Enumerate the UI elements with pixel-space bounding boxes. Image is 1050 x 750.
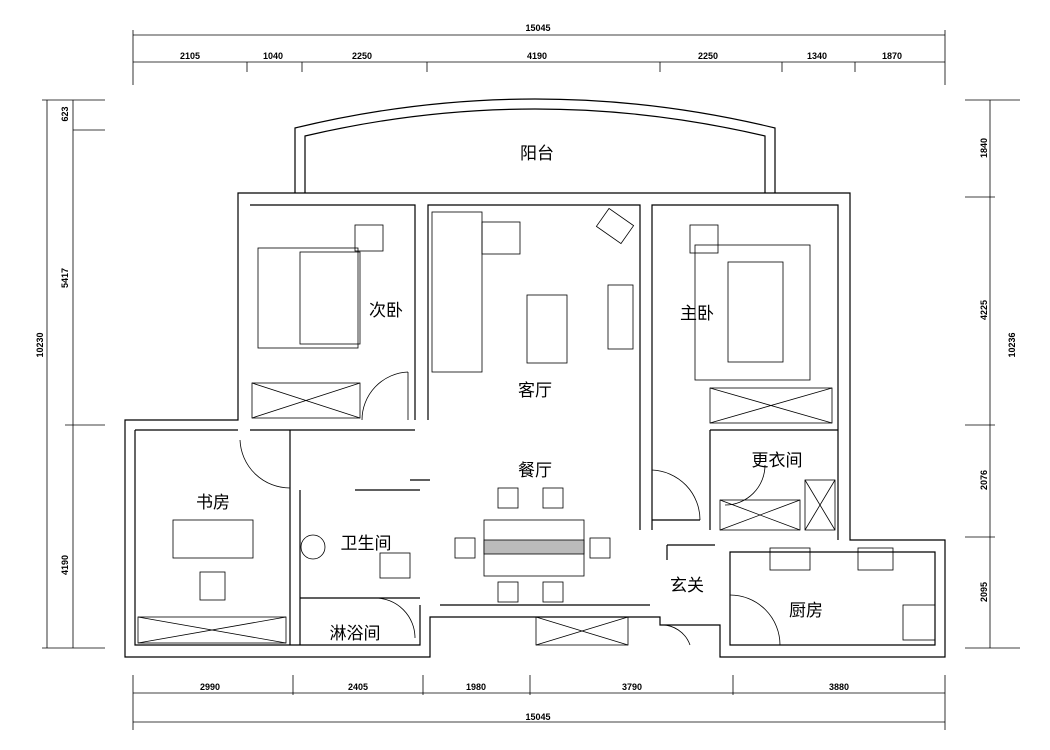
dim-top: 2250 — [698, 51, 718, 61]
doors — [239, 371, 781, 646]
dim-right: 2095 — [979, 582, 989, 602]
dim-bottom: 3880 — [829, 682, 849, 692]
dim-bottom: 1980 — [466, 682, 486, 692]
room-label-living-room: 客厅 — [518, 381, 552, 401]
dim-right-total: 10236 — [1007, 332, 1017, 357]
room-label-balcony: 阳台 — [520, 144, 554, 164]
dim-bottom: 2990 — [200, 682, 220, 692]
dim-bottom: 2405 — [348, 682, 368, 692]
dim-left-total: 10230 — [35, 332, 45, 357]
dimension-labels: 15045 2105 1040 2250 4190 2250 1340 1870… — [35, 23, 1017, 722]
dim-left: 5417 — [60, 268, 70, 288]
dim-right: 4225 — [979, 300, 989, 320]
room-label-dining-room: 餐厅 — [518, 461, 552, 481]
room-label-master-bedroom: 主卧 — [680, 304, 714, 324]
walls — [124, 98, 946, 658]
room-label-dressing-room: 更衣间 — [752, 451, 803, 471]
dim-left: 4190 — [60, 555, 70, 575]
dim-left: 623 — [60, 106, 70, 121]
dim-top: 1870 — [882, 51, 902, 61]
dim-top: 1040 — [263, 51, 283, 61]
dim-top: 4190 — [527, 51, 547, 61]
room-label-shower-room: 淋浴间 — [330, 624, 381, 644]
room-label-kitchen: 厨房 — [789, 601, 823, 621]
dim-bottom: 3790 — [622, 682, 642, 692]
dim-bottom-total: 15045 — [525, 712, 550, 722]
room-label-second-bedroom: 次卧 — [369, 301, 403, 321]
room-label-study: 书房 — [196, 493, 230, 513]
furniture — [137, 207, 936, 646]
dim-right: 2076 — [979, 470, 989, 490]
dim-top: 2250 — [352, 51, 372, 61]
dim-right: 1840 — [979, 138, 989, 158]
dimension-lines — [42, 30, 1020, 730]
dim-top: 2105 — [180, 51, 200, 61]
dim-top: 1340 — [807, 51, 827, 61]
dim-top-total: 15045 — [525, 23, 550, 33]
room-labels: 阳台 次卧 客厅 主卧 餐厅 更衣间 书房 卫生间 玄关 厨房 淋浴间 — [196, 144, 823, 644]
room-label-bathroom: 卫生间 — [341, 534, 392, 554]
room-label-entrance: 玄关 — [670, 576, 704, 596]
